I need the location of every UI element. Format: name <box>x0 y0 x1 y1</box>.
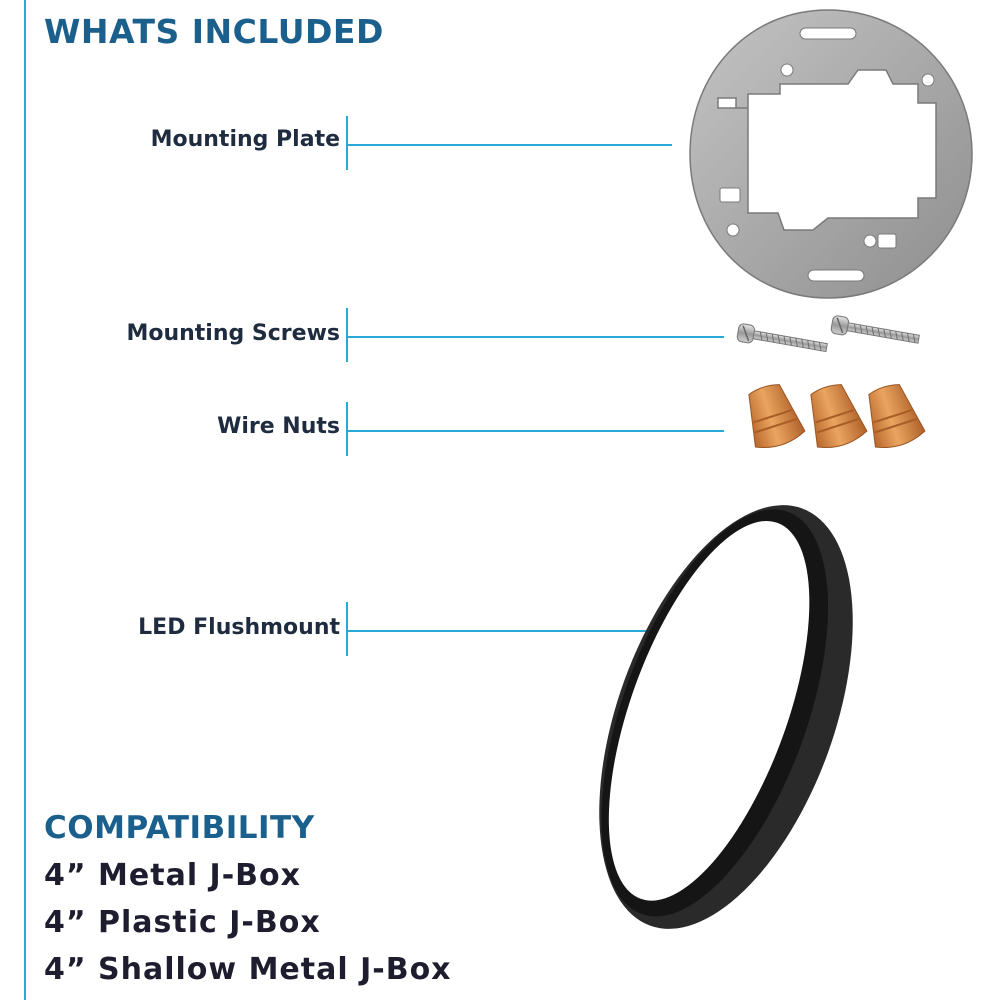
led-flushmount-leader-line <box>348 630 672 632</box>
whats-included-heading: WHATS INCLUDED <box>44 12 384 51</box>
compatibility-item: 4” Metal J-Box <box>44 858 301 893</box>
wire-nuts-tick <box>346 402 348 456</box>
mounting-screws-tick <box>346 308 348 362</box>
mounting-plate-tick <box>346 116 348 170</box>
mounting-plate-image <box>689 9 973 299</box>
compatibility-item: 4” Plastic J-Box <box>44 905 321 940</box>
wire-nuts-leader-line <box>348 430 724 432</box>
mounting-screws-leader-line <box>348 336 724 338</box>
wire-nut-icon <box>810 384 868 449</box>
mounting-screws-label: Mounting Screws <box>126 321 340 346</box>
led-flushmount-image <box>599 505 853 929</box>
wire-nuts-label: Wire Nuts <box>217 414 340 439</box>
mounting-screws-image <box>736 315 920 353</box>
mounting-plate-leader-line <box>348 144 672 146</box>
screw-icon <box>830 315 920 344</box>
wire-nut-icon <box>748 384 806 449</box>
compatibility-heading: COMPATIBILITY <box>44 810 315 846</box>
wire-nuts-image <box>748 384 926 449</box>
screw-icon <box>736 323 828 353</box>
compatibility-item: 4” Shallow Metal J-Box <box>44 952 452 987</box>
led-flushmount-tick <box>346 602 348 656</box>
mounting-plate-label: Mounting Plate <box>150 127 340 152</box>
left-accent-line <box>24 0 26 1000</box>
led-flushmount-label: LED Flushmount <box>138 615 340 640</box>
wire-nut-icon <box>868 384 926 449</box>
